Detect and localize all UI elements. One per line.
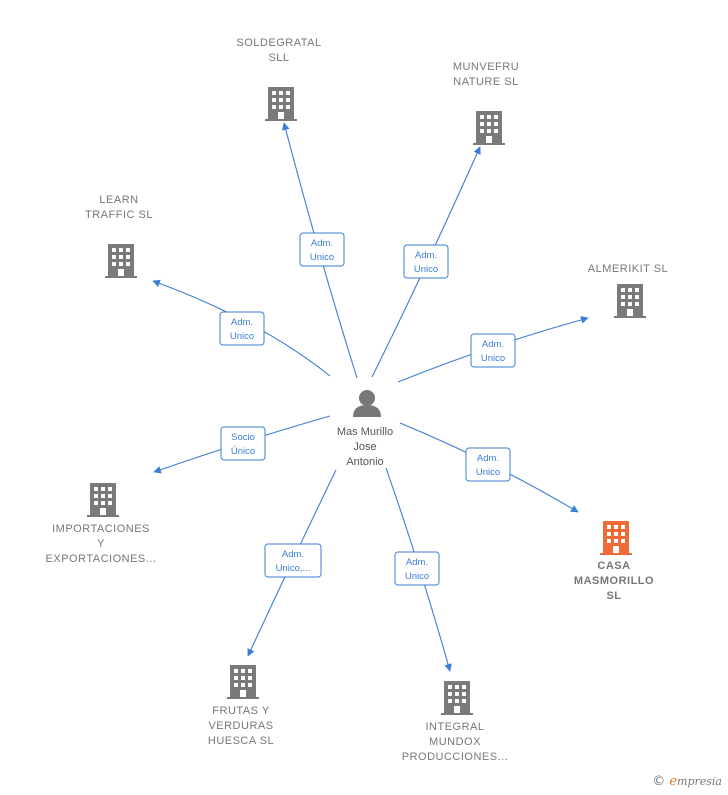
role-label-text: Unico [405, 571, 429, 582]
company-name-line: INTEGRAL [425, 721, 484, 733]
company-name-line: SOLDEGRATAL [236, 37, 321, 49]
role-label-casa-masmorillo[interactable]: Adm. Unico [465, 447, 511, 482]
company-name-line: MUNVEFRU [453, 61, 519, 73]
company-name-line: VERDURAS [208, 720, 273, 732]
company-node-munvefru[interactable]: MUNVEFRU NATURE SL [453, 61, 519, 145]
role-label-text: Adm. [477, 453, 499, 464]
company-name-line: PRODUCCIONES... [402, 751, 509, 763]
role-label-text: Adm. [415, 250, 437, 261]
role-label-box [264, 543, 322, 578]
edge-frutas-verduras: Adm. Unico,... [247, 469, 337, 657]
role-label-text: Unico [230, 331, 254, 342]
role-label-box [465, 447, 511, 482]
role-label-box [220, 426, 266, 461]
company-name-line: MASMORILLO [574, 575, 654, 587]
role-label-text: Adm. [282, 549, 304, 560]
role-label-text: Adm. [231, 317, 253, 328]
footer-brand: © empresia [652, 774, 722, 789]
company-node-casa-masmorillo[interactable]: CASA MASMORILLO SL [574, 521, 654, 602]
company-node-integral-mundox[interactable]: INTEGRAL MUNDOX PRODUCCIONES... [402, 681, 509, 763]
person-icon [353, 390, 381, 417]
role-label-text: Socio [231, 432, 255, 443]
company-name-line: SLL [268, 52, 289, 64]
edge-soldegratal: Adm. Unico [282, 122, 358, 379]
building-icon [441, 681, 473, 715]
role-label-box [470, 333, 516, 368]
building-icon [614, 284, 646, 318]
company-name-line: IMPORTACIONES [52, 523, 150, 535]
building-icon [105, 244, 137, 278]
role-label-munvefru[interactable]: Adm. Unico [403, 244, 449, 279]
company-node-learn-traffic[interactable]: LEARN TRAFFIC SL [85, 194, 153, 278]
role-label-box [403, 244, 449, 279]
company-nodes: SOLDEGRATAL SLL MUNVEFRU NATURE SL LEARN TRAF… [46, 37, 668, 763]
role-label-text: Unico [481, 353, 505, 364]
building-icon [227, 665, 259, 699]
company-name-line: TRAFFIC SL [85, 209, 153, 221]
role-label-soldegratal[interactable]: Adm. Unico [299, 232, 345, 267]
center-name-line-2: Jose [353, 441, 376, 453]
building-icon [600, 521, 632, 555]
role-label-text: Único [231, 446, 255, 457]
edge-integral-mundox: Adm. Unico [385, 467, 452, 672]
company-name-line: FRUTAS Y [212, 705, 270, 717]
company-name-line: EXPORTACIONES... [46, 553, 157, 565]
company-name-line: HUESCA SL [208, 735, 274, 747]
company-name-line: NATURE SL [453, 76, 518, 88]
role-label-frutas-verduras[interactable]: Adm. Unico,... [264, 543, 322, 578]
role-label-text: Unico [414, 264, 438, 275]
company-node-almerikit[interactable]: ALMERIKIT SL [588, 263, 668, 318]
building-icon [87, 483, 119, 517]
company-name-line: CASA [597, 560, 630, 572]
edge-casa-masmorillo: Adm. Unico [399, 422, 579, 513]
brand-initial: e [669, 774, 678, 789]
company-node-importaciones[interactable]: IMPORTACIONES Y EXPORTACIONES... [46, 483, 157, 565]
role-label-learn-traffic[interactable]: Adm. Unico [219, 311, 265, 346]
center-name-line-1: Mas Murillo [337, 426, 393, 438]
role-label-box [394, 551, 440, 586]
company-name-line: ALMERIKIT SL [588, 263, 668, 275]
center-name-line-3: Antonio [346, 456, 383, 468]
role-label-text: Adm. [406, 557, 428, 568]
edge-munvefru: Adm. Unico [371, 146, 481, 378]
role-label-box [219, 311, 265, 346]
role-label-box [299, 232, 345, 267]
center-person-node[interactable]: Mas Murillo Jose Antonio [337, 390, 393, 468]
copyright-icon: © [652, 774, 666, 789]
role-label-text: Unico [476, 467, 500, 478]
building-icon [473, 111, 505, 145]
role-label-integral-mundox[interactable]: Adm. Unico [394, 551, 440, 586]
role-label-almerikit[interactable]: Adm. Unico [470, 333, 516, 368]
company-name-line: Y [97, 538, 105, 550]
company-name-line: LEARN [99, 194, 138, 206]
role-label-text: Unico [310, 252, 334, 263]
brand-name: mpresia [677, 775, 722, 788]
edge-almerikit: Adm. Unico [397, 316, 589, 383]
company-name-line: MUNDOX [429, 736, 481, 748]
building-icon [265, 87, 297, 121]
edge-learn-traffic: Adm. Unico [152, 279, 331, 377]
company-node-soldegratal[interactable]: SOLDEGRATAL SLL [236, 37, 321, 121]
role-label-text: Adm. [482, 339, 504, 350]
role-label-text: Adm. [311, 238, 333, 249]
company-name-line: SL [606, 590, 621, 602]
company-node-frutas-verduras[interactable]: FRUTAS Y VERDURAS HUESCA SL [208, 665, 274, 747]
role-label-text: Unico,... [276, 563, 311, 574]
